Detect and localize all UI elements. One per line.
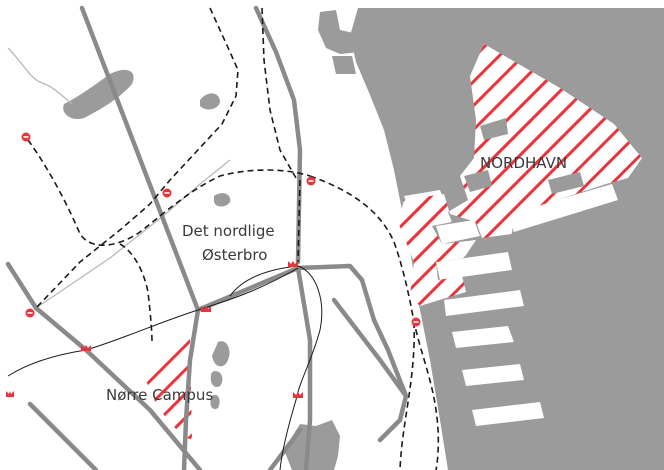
lake-campus-2 [210, 371, 223, 388]
road-northwest-diagonal [79, 5, 201, 313]
s-train-station-icon[interactable] [306, 176, 316, 186]
nordhavn-buildings [464, 118, 584, 194]
harbour-pier-top [318, 10, 360, 54]
metro-station-icon[interactable] [201, 306, 211, 312]
nordhavn-development-area [398, 44, 642, 306]
road-center-east [295, 263, 409, 443]
dashed-rail-center-down [297, 179, 301, 263]
grey-path-northwest [7, 47, 73, 105]
rail-line-west [7, 267, 299, 377]
metro-station-icon[interactable] [81, 345, 91, 351]
metro-station-icon[interactable] [288, 261, 298, 267]
grey-path-diagonal [35, 159, 231, 309]
rail-lines [7, 265, 323, 470]
pier-quay-south [452, 326, 514, 348]
dashed-rail-north-east [261, 7, 297, 179]
road-west-to-center [5, 261, 39, 311]
label-osterbro: Østerbro [202, 246, 267, 264]
main-roads [5, 5, 409, 470]
s-train-station-icon[interactable] [21, 132, 31, 142]
harbour-pier-small [332, 56, 356, 74]
lake-northwest [63, 69, 134, 120]
rail-line-loop [229, 265, 323, 401]
label-nordhavn: NORDHAVN [480, 154, 567, 172]
s-train-stations [21, 132, 421, 327]
pier-quay-south-2 [462, 364, 524, 386]
lake-campus-3 [210, 394, 220, 410]
s-train-station-icon[interactable] [162, 188, 172, 198]
s-train-station-icon[interactable] [411, 317, 421, 327]
rail-line-south [279, 399, 297, 470]
road-center-cross [195, 265, 301, 313]
industrial-patch-southeast [284, 420, 340, 470]
nordhavn-building-1 [464, 170, 492, 192]
pier-quay-south-3 [472, 402, 544, 426]
s-train-station-icon[interactable] [25, 308, 35, 318]
dashed-rail-loop-west [27, 139, 311, 246]
road-center-north [253, 5, 303, 265]
road-west-diagonal [33, 305, 203, 470]
dashed-rail-center-branch [119, 243, 153, 343]
dashed-rail-north [35, 7, 239, 309]
metro-station-icon[interactable] [293, 392, 303, 398]
label-det-nordlige: Det nordlige [182, 222, 275, 240]
pier-west-3 [436, 252, 512, 280]
road-southwest [27, 401, 99, 470]
dashed-rail-southeast [399, 321, 415, 470]
pier-west-4 [444, 290, 524, 316]
lake-osterbro [214, 193, 231, 207]
metro-stations [6, 261, 303, 398]
pier-west-2 [436, 220, 480, 244]
lake-campus-1 [212, 341, 230, 367]
lake-north-small [200, 93, 220, 110]
road-center-south [295, 265, 313, 470]
nordhavn-building-2 [480, 118, 508, 140]
dashed-rail-east-curve [309, 175, 440, 470]
label-norre-campus: Nørre Campus [106, 386, 213, 404]
road-campus-west [181, 307, 201, 470]
road-east-diagonal [331, 297, 409, 399]
dashed-rail-lines [27, 7, 440, 470]
metro-station-icon[interactable] [6, 391, 14, 397]
norre-campus-development-area [144, 338, 192, 440]
pier-east-1 [508, 184, 618, 232]
road-southeast [267, 427, 303, 470]
nordhavn-building-3 [548, 172, 584, 194]
